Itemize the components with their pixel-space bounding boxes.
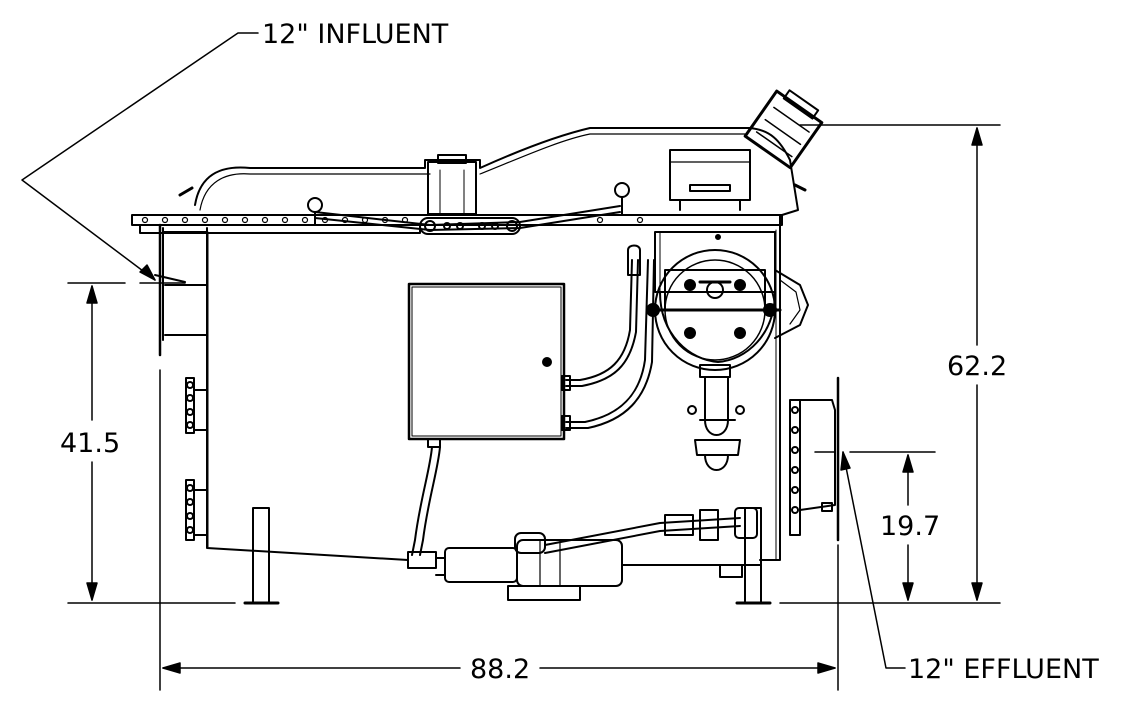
drain-elbow: [687, 364, 745, 471]
influent-height-value: 41.5: [60, 428, 120, 459]
influent-label: 12" INFLUENT: [262, 19, 449, 50]
top-access-box: [669, 149, 751, 211]
pump-assembly: [407, 446, 761, 601]
conduits: [561, 244, 655, 431]
hinge-assembly: [307, 182, 630, 235]
overall-width-value: 88.2: [470, 654, 530, 685]
dim-overall-height: [779, 124, 1001, 604]
dim-effluent-height: [814, 451, 936, 601]
rotary-assembly: [646, 231, 809, 371]
influent-leader: [21, 32, 259, 281]
effluent-pipe: [789, 376, 840, 542]
tank-body: [206, 214, 781, 561]
overall-height-value: 62.2: [947, 351, 1007, 382]
drive-motor: [743, 89, 824, 170]
top-cover: [178, 127, 807, 216]
dim-influent-height: [67, 282, 236, 604]
effluent-height-value: 19.7: [880, 511, 940, 542]
left-flange-bolts: [185, 377, 208, 541]
dim-overall-width: [159, 369, 839, 691]
influent-pipe: [154, 223, 208, 357]
effluent-leader: [840, 451, 906, 669]
control-panel: [407, 282, 566, 448]
effluent-label: 12" EFFLUENT: [908, 654, 1099, 685]
